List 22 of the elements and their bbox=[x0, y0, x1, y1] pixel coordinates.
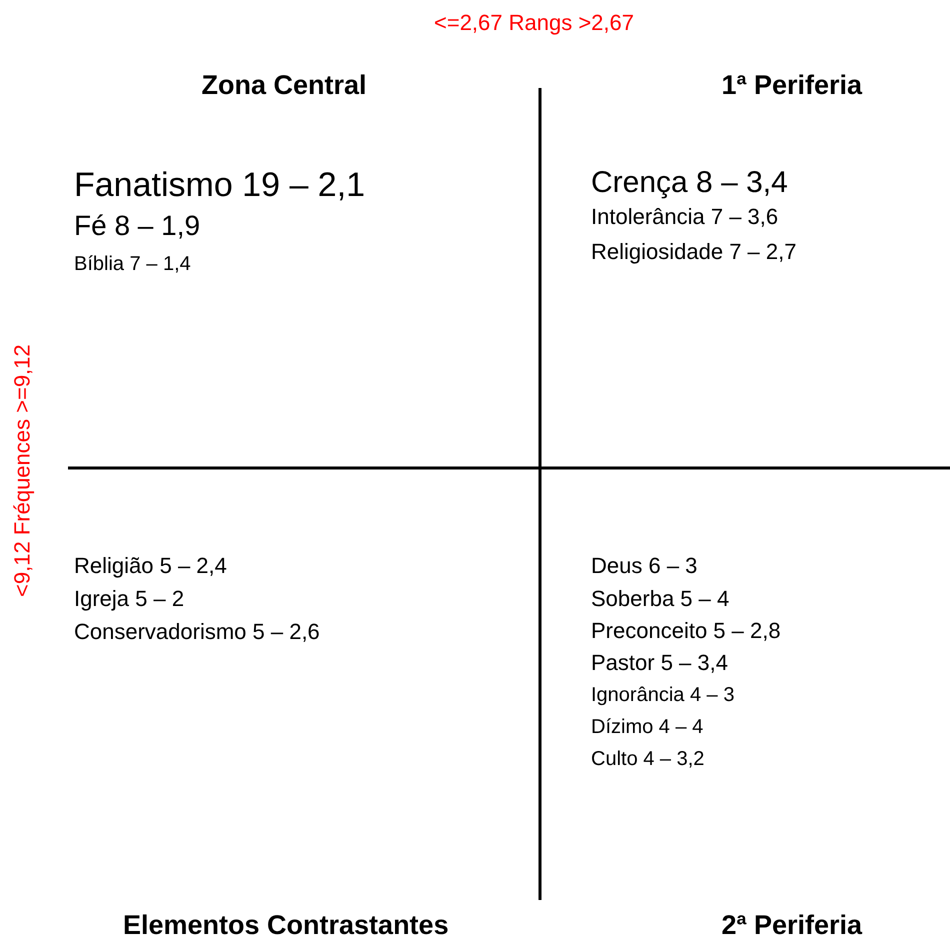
quadrant-heading: Zona Central bbox=[202, 70, 367, 102]
term-entry: Fanatismo 19 – 2,1 bbox=[74, 166, 366, 206]
quadrant-heading: 2ª Periferia bbox=[722, 910, 862, 942]
term-entry: Preconceito 5 – 2,8 bbox=[591, 618, 781, 644]
axis-label: <=2,67 Rangs >2,67 bbox=[434, 10, 634, 36]
term-entry: Culto 4 – 3,2 bbox=[591, 748, 704, 771]
term-entry: Fé 8 – 1,9 bbox=[74, 210, 200, 242]
term-entry: Dízimo 4 – 4 bbox=[591, 716, 704, 739]
axis-label: <9,12 Fréquences >=9,12 bbox=[9, 344, 34, 596]
term-entry: Igreja 5 – 2 bbox=[74, 586, 184, 612]
term-entry: Deus 6 – 3 bbox=[591, 553, 698, 578]
term-entry: Crença 8 – 3,4 bbox=[591, 166, 788, 200]
quadrant-heading: Elementos Contrastantes bbox=[123, 910, 449, 942]
term-entry: Intolerância 7 – 3,6 bbox=[591, 204, 778, 230]
term-entry: Religião 5 – 2,4 bbox=[74, 553, 227, 578]
term-entry: Bíblia 7 – 1,4 bbox=[74, 253, 191, 276]
term-entry: Religiosidade 7 – 2,7 bbox=[591, 239, 796, 264]
term-entry: Conservadorismo 5 – 2,6 bbox=[74, 619, 320, 644]
term-entry: Pastor 5 – 3,4 bbox=[591, 650, 728, 676]
term-entry: Soberba 5 – 4 bbox=[591, 586, 730, 612]
quadrant-heading: 1ª Periferia bbox=[722, 70, 862, 102]
term-entry: Ignorância 4 – 3 bbox=[591, 684, 734, 707]
